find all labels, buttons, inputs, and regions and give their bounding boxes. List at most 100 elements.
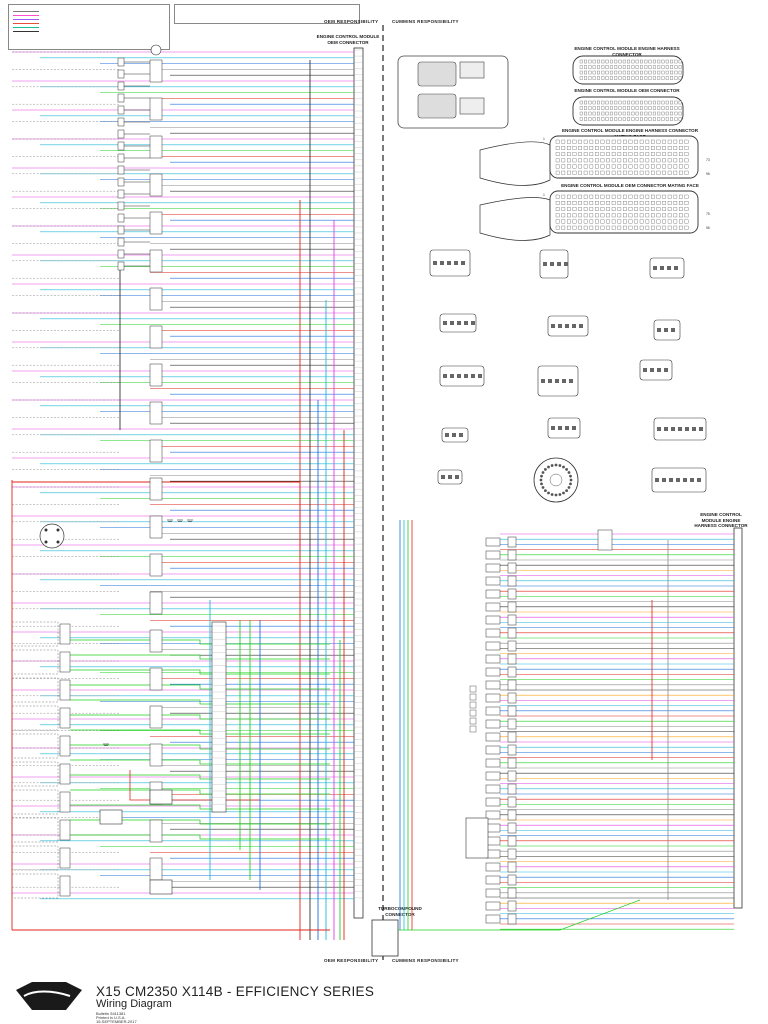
sensor-body	[485, 901, 501, 911]
small-connector-pin	[671, 328, 675, 332]
harness-face-pin	[627, 76, 631, 80]
oem-mating-pin	[578, 219, 582, 224]
harness-mating-pin	[639, 139, 644, 144]
oem-mating-pin	[572, 194, 577, 199]
harness-face-pin	[678, 76, 682, 80]
round-connector-pin	[558, 464, 562, 467]
harness-face-pin	[665, 59, 669, 64]
sensor-connector	[507, 575, 517, 587]
sensor-connector	[507, 666, 517, 678]
harness-face-pin	[605, 59, 609, 64]
sensor-body	[485, 550, 501, 560]
oem-mating-pin	[589, 225, 594, 230]
legend-row	[13, 21, 165, 25]
oem-mating-pin	[662, 225, 666, 230]
small-connector-pin	[662, 478, 666, 482]
oem-mating-pin	[583, 194, 588, 199]
oem-face-pin	[657, 106, 661, 110]
legend-swatch	[13, 22, 39, 24]
harness-mating-pin	[634, 146, 638, 150]
diagram-title: X15 CM2350 X114B - EFFICIENCY SERIES	[96, 984, 375, 999]
oem-mating-pin	[606, 213, 610, 218]
inline-connector	[149, 363, 163, 387]
oem-mating-pin	[561, 225, 566, 230]
switch-symbol	[117, 141, 125, 151]
small-connector-pin	[664, 368, 668, 372]
small-connector-pin	[562, 379, 566, 383]
harness-face-pin	[652, 65, 656, 69]
oem-mating-pin	[572, 207, 577, 211]
sensor-body	[485, 654, 501, 664]
sensor-connector	[507, 601, 517, 613]
harness-mating-pin	[572, 164, 577, 169]
small-connector-pin	[471, 374, 475, 378]
oem-face-pin	[618, 111, 622, 116]
harness-face-pin	[661, 76, 665, 80]
small-connector-pin	[461, 261, 465, 265]
harness-mating-pin	[611, 146, 616, 150]
harness-mating-pin	[589, 152, 594, 156]
harness-face-pin	[644, 65, 648, 69]
oem-face-pin	[614, 106, 618, 110]
switch-symbol	[117, 261, 125, 271]
harness-mating-pin	[656, 158, 661, 163]
harness-face-pin	[618, 70, 622, 75]
small-connector-pin	[565, 324, 569, 328]
oem-face-pin	[631, 100, 635, 105]
oem-face-pin	[670, 117, 674, 121]
sensor-body	[485, 914, 501, 924]
harness-mating-pin	[662, 158, 666, 163]
oem-face-pin	[661, 100, 665, 105]
oem-mating-pin	[600, 201, 605, 205]
harness-face-pin	[584, 65, 588, 69]
oem-mating-pin	[673, 207, 678, 211]
small-connector-pin	[699, 427, 703, 431]
oem-face-pin	[601, 106, 605, 110]
oem-face-pin	[652, 117, 656, 121]
oem-mating-pin	[645, 201, 650, 205]
small-connector-pin	[572, 426, 576, 430]
small-connector-pin	[564, 262, 568, 266]
pin-number-a1: 1	[543, 137, 545, 141]
harness-face-pin	[657, 65, 661, 69]
oem-mating-pin	[684, 219, 689, 224]
round-connector-pin	[565, 489, 569, 493]
harness-face-pin	[614, 59, 618, 64]
round-connector-pin	[567, 471, 571, 474]
actuator-box	[465, 817, 489, 859]
small-connector-pin	[669, 478, 673, 482]
legend-rows	[9, 5, 169, 37]
oem-face-pin	[635, 106, 639, 110]
inline-connector	[149, 553, 163, 577]
oem-harness-connector	[211, 621, 227, 813]
sensor-connector	[507, 731, 517, 743]
harness-mating-pin	[600, 146, 605, 150]
harness-mating-pin	[662, 146, 666, 150]
small-connector-pin	[478, 374, 482, 378]
sensor-body	[485, 641, 501, 651]
harness-mating-pin	[555, 158, 560, 163]
oem-mating-pin	[567, 201, 571, 205]
round-connector-pin	[543, 489, 547, 493]
small-connector-pin	[448, 475, 452, 479]
harness-face-pin	[640, 65, 643, 69]
oem-face-pin	[601, 100, 605, 105]
oem-mating-pin	[651, 194, 655, 199]
harness-mating-pin	[555, 152, 560, 156]
harness-mating-pin	[628, 158, 633, 163]
harness-face-pin	[605, 70, 609, 75]
harness-mating-pin	[578, 170, 582, 175]
harness-face-pin	[588, 70, 592, 75]
sensor-connector	[507, 900, 517, 912]
component-connector	[59, 791, 71, 813]
oem-mating-pin	[623, 225, 627, 230]
harness-face-pin	[584, 70, 588, 75]
oem-face-pin	[609, 117, 613, 121]
harness-mating-pin	[673, 158, 678, 163]
ecm-oem-mating-face-label: ENGINE CONTROL MODULE OEM CONNECTOR MATI…	[561, 183, 699, 188]
harness-mating-pin	[595, 158, 599, 163]
sensor-connector	[507, 887, 517, 899]
harness-face-pin	[661, 59, 665, 64]
sensor-body	[485, 589, 501, 599]
oem-mating-pin	[684, 201, 689, 205]
